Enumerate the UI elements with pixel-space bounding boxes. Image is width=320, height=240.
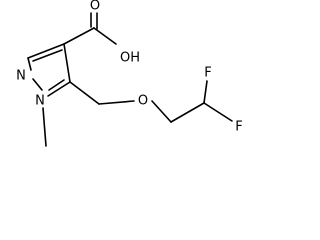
atom-label-carboxyl-oxygen: O bbox=[90, 0, 100, 14]
bond-n1-n2 bbox=[32, 78, 43, 91]
bond-c4-c5 bbox=[63, 43, 71, 83]
bond-c5-n1-double bbox=[48, 79, 65, 91]
atom-label-ring-nitrogen-methyl: N bbox=[35, 94, 45, 109]
atom-label-ring-nitrogen-imine: N bbox=[16, 69, 26, 84]
bond-c3-c4-double bbox=[32, 49, 63, 62]
atom-label-hydroxyl: OH bbox=[120, 51, 140, 66]
bond-ch2-o bbox=[98, 100, 135, 105]
bond-chf2-f-right bbox=[203, 102, 233, 122]
bond-c4-carboxyl bbox=[63, 27, 95, 45]
atom-label-fluorine-right: F bbox=[235, 120, 242, 135]
atom-label-ether-oxygen: O bbox=[138, 94, 148, 109]
bond-c3-c4 bbox=[27, 43, 65, 59]
bond-ch2-chf2 bbox=[170, 102, 205, 123]
chemical-structure-diagram: O OH N N O F F bbox=[16, 0, 243, 147]
bond-c5-ch2 bbox=[69, 81, 100, 105]
bond-o-ch2 bbox=[151, 100, 172, 123]
bond-c5-n1 bbox=[47, 81, 71, 97]
bond-n1-methyl bbox=[42, 107, 47, 147]
bond-chf2-f-top bbox=[203, 80, 208, 104]
bond-carboxyl-oh bbox=[93, 27, 117, 45]
atom-label-fluorine-top: F bbox=[204, 66, 211, 81]
bond-n2-c3 bbox=[27, 57, 32, 71]
